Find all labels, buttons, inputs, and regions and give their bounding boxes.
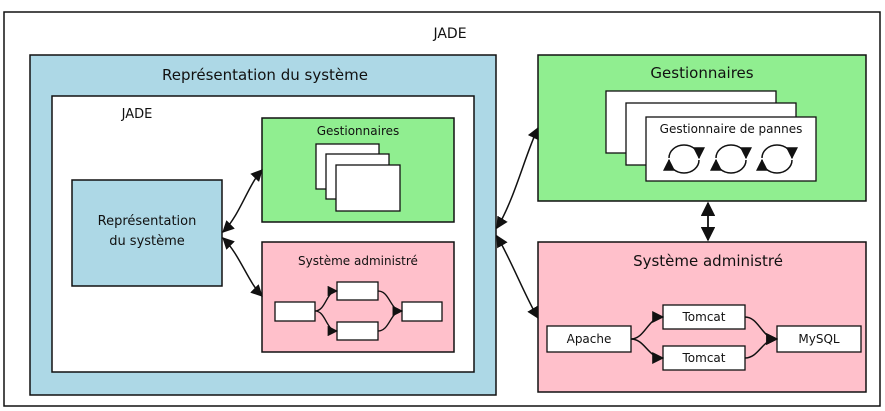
representation-box [71, 179, 223, 287]
control-loop-icon-1 [663, 144, 705, 174]
inner-systeme-title: Système administré [298, 254, 418, 268]
repr-to-gestionnaires-arrow [222, 169, 263, 233]
outer-jade-title: JADE [432, 26, 466, 42]
representation-line2: du système [109, 234, 185, 249]
inner-flow-arrow-2 [314, 310, 339, 337]
left-panel-title: Représentation du système [162, 66, 368, 84]
mysql-label: MySQL [798, 332, 840, 346]
left-to-gestionnaires-arrow [496, 126, 539, 230]
representation-line1: Représentation [98, 214, 197, 229]
inner-gestionnaires-title: Gestionnaires [317, 124, 400, 138]
apache-to-tomcat1-arrow [630, 311, 665, 340]
apache-node [546, 325, 632, 353]
tomcat-label-2: Tomcat [682, 351, 726, 365]
mysql-node [776, 325, 862, 353]
apache-to-tomcat2-arrow [630, 338, 665, 364]
tomcat-node-2 [662, 345, 746, 371]
control-loop-icon-3 [756, 144, 798, 174]
inner-node-bottom [336, 321, 379, 341]
gestionnaire-de-pannes-label: Gestionnaire de pannes [660, 122, 803, 136]
repr-to-systeme-arrow [222, 237, 263, 297]
tomcat2-to-mysql-arrow [744, 333, 779, 359]
control-loop-icon-2 [710, 144, 752, 174]
inner-flow-arrow-1 [314, 285, 339, 312]
systeme-administre-title: Système administré [633, 252, 783, 270]
left-to-systeme-arrow [496, 234, 539, 320]
tomcat-label-1: Tomcat [682, 310, 726, 324]
inner-jade-title: JADE [121, 107, 153, 122]
inner-node-top [336, 281, 379, 301]
apache-label: Apache [567, 332, 612, 346]
inner-flow-arrow-4 [377, 305, 404, 332]
inner-node-right [401, 301, 443, 322]
inner-node-left [274, 301, 316, 322]
inner-manager-card-3 [335, 164, 401, 212]
tomcat-node-1 [662, 304, 746, 330]
gestionnaires-title: Gestionnaires [650, 64, 753, 82]
